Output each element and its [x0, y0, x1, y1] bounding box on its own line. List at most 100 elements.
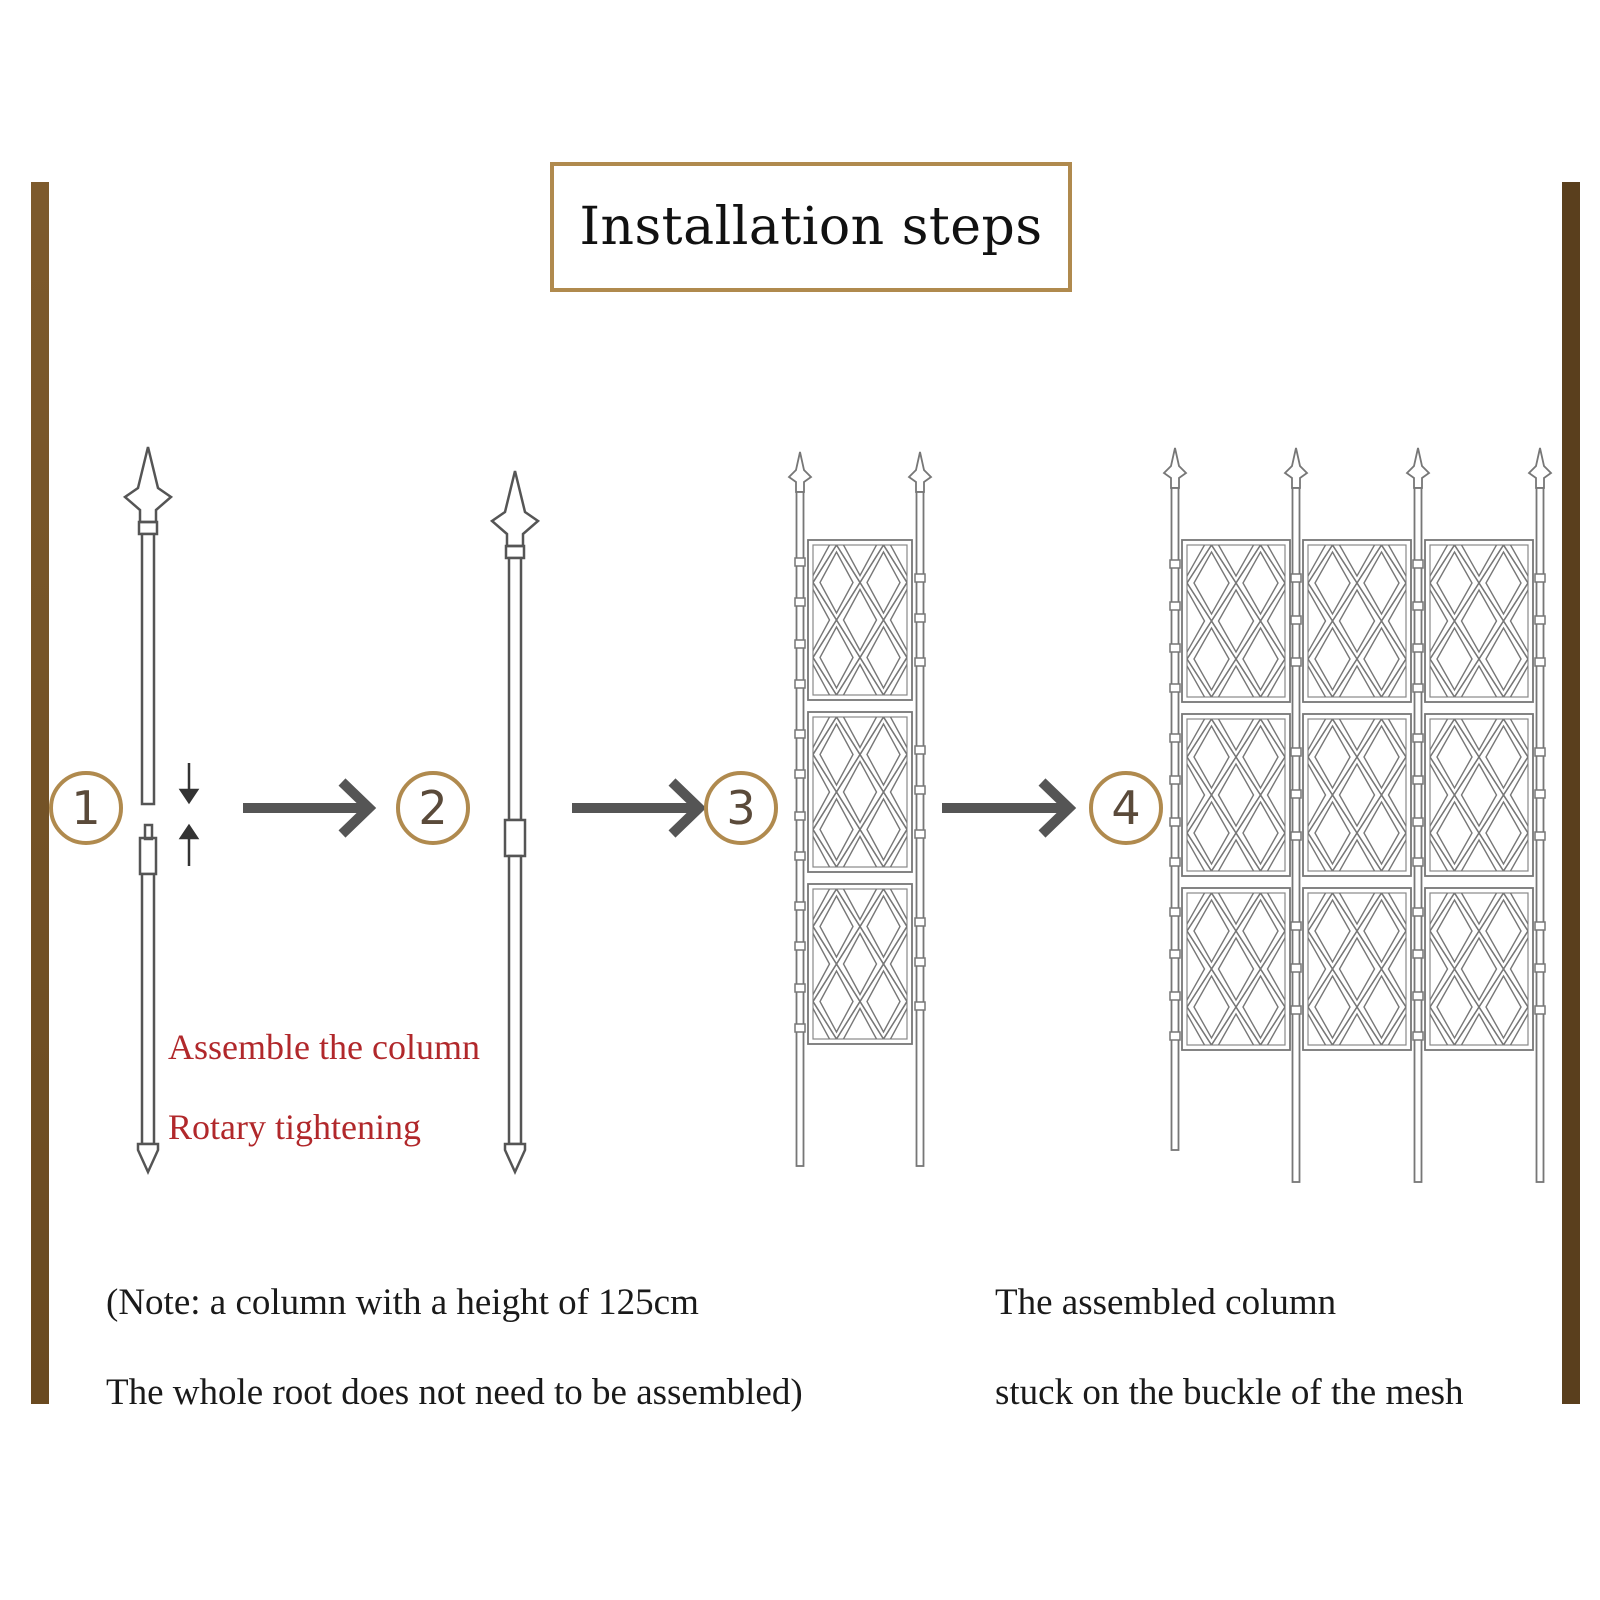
mesh-buckle: [914, 745, 926, 755]
diamond-lattice: [1308, 545, 1406, 697]
arrow-right-icon: [942, 778, 1077, 838]
mesh-buckle: [794, 941, 806, 951]
mesh-frame: [1302, 713, 1412, 877]
post: [795, 491, 805, 1167]
mesh-buckle: [1412, 857, 1424, 867]
mesh-buckle: [1534, 747, 1546, 757]
step-4-marker: 4: [1089, 771, 1163, 845]
mesh-buckle: [1412, 683, 1424, 693]
note-right-line-1: The assembled column: [995, 1282, 1337, 1323]
mesh-buckle: [1534, 921, 1546, 931]
mesh-buckle: [1290, 1005, 1302, 1015]
right-side-bar: [1562, 182, 1580, 1404]
mesh-buckle: [1290, 657, 1302, 667]
mesh-buckle: [1412, 775, 1424, 785]
mesh-buckle: [1290, 573, 1302, 583]
mesh-frame: [1424, 887, 1534, 1051]
arrow-right-icon: [243, 778, 377, 838]
page-title: Installation steps: [579, 197, 1043, 257]
left-side-bar: [31, 182, 49, 1404]
note-right-line-2: stuck on the buckle of the mesh: [995, 1372, 1464, 1413]
mesh-buckle: [794, 983, 806, 993]
mesh-buckle: [794, 729, 806, 739]
mesh-buckle: [914, 613, 926, 623]
mesh-buckle: [794, 639, 806, 649]
mesh-frame: [807, 539, 913, 701]
mesh-buckle: [794, 769, 806, 779]
mesh-buckle: [1534, 573, 1546, 583]
assembly-arrows-icon: [178, 763, 200, 866]
diamond-lattice: [1187, 719, 1285, 871]
diamond-lattice: [813, 545, 907, 695]
diamond-lattice: [1308, 893, 1406, 1045]
step-2-assembled-column: [489, 470, 541, 1176]
mesh-buckle: [1169, 733, 1181, 743]
mesh-buckle: [794, 1023, 806, 1033]
mesh-buckle: [914, 657, 926, 667]
mesh-buckle: [1169, 907, 1181, 917]
mesh-buckle: [1534, 963, 1546, 973]
mesh-buckle: [1412, 733, 1424, 743]
mesh-frame: [1424, 713, 1534, 877]
mesh-buckle: [1169, 683, 1181, 693]
mesh-buckle: [794, 679, 806, 689]
mesh-buckle: [1290, 831, 1302, 841]
diamond-lattice: [1430, 893, 1528, 1045]
diamond-lattice: [1308, 719, 1406, 871]
mesh-buckle: [794, 557, 806, 567]
mesh-buckle: [1169, 817, 1181, 827]
mesh-buckle: [1534, 615, 1546, 625]
post-finial: [1527, 447, 1553, 489]
step-2-marker: 2: [396, 771, 470, 845]
post-finial: [1405, 447, 1431, 489]
diamond-lattice: [1430, 545, 1528, 697]
mesh-buckle: [1169, 857, 1181, 867]
mesh-buckle: [1534, 789, 1546, 799]
mesh-buckle: [794, 597, 806, 607]
step-4-trellis-assembly: [1162, 447, 1553, 1183]
diamond-lattice: [1187, 893, 1285, 1045]
mesh-buckle: [1169, 643, 1181, 653]
mesh-buckle: [914, 829, 926, 839]
post: [915, 491, 925, 1167]
diamond-lattice: [813, 717, 907, 867]
mesh-buckle: [1290, 615, 1302, 625]
step-number: 3: [726, 781, 755, 835]
mesh-buckle: [1412, 991, 1424, 1001]
step-number: 2: [418, 781, 447, 835]
mesh-frame: [1181, 887, 1291, 1051]
diamond-lattice: [813, 889, 907, 1039]
mesh-frame: [1181, 713, 1291, 877]
diamond-lattice: [1187, 545, 1285, 697]
step-1-column-parts: [122, 446, 174, 1176]
mesh-buckle: [1412, 601, 1424, 611]
step-number: 1: [71, 781, 100, 835]
mesh-buckle: [1534, 831, 1546, 841]
step-number: 4: [1111, 781, 1140, 835]
mesh-buckle: [1169, 775, 1181, 785]
mesh-buckle: [1412, 817, 1424, 827]
post-finial: [1162, 447, 1188, 489]
mesh-buckle: [1534, 657, 1546, 667]
mesh-frame: [1181, 539, 1291, 703]
mesh-buckle: [914, 917, 926, 927]
mesh-buckle: [1412, 643, 1424, 653]
mesh-frame: [1424, 539, 1534, 703]
mesh-buckle: [794, 901, 806, 911]
mesh-frame: [807, 883, 913, 1045]
assemble-column-label: Assemble the column: [168, 1027, 480, 1067]
mesh-buckle: [1534, 1005, 1546, 1015]
mesh-buckle: [1412, 559, 1424, 569]
post-finial: [787, 451, 813, 493]
title-box: Installation steps: [550, 162, 1072, 292]
post-finial: [907, 451, 933, 493]
mesh-buckle: [1169, 991, 1181, 1001]
mesh-buckle: [794, 851, 806, 861]
step-1-marker: 1: [49, 771, 123, 845]
mesh-buckle: [1169, 601, 1181, 611]
step-3-trellis-panel: [787, 451, 933, 1167]
mesh-buckle: [914, 957, 926, 967]
mesh-buckle: [1290, 963, 1302, 973]
mesh-buckle: [914, 1001, 926, 1011]
